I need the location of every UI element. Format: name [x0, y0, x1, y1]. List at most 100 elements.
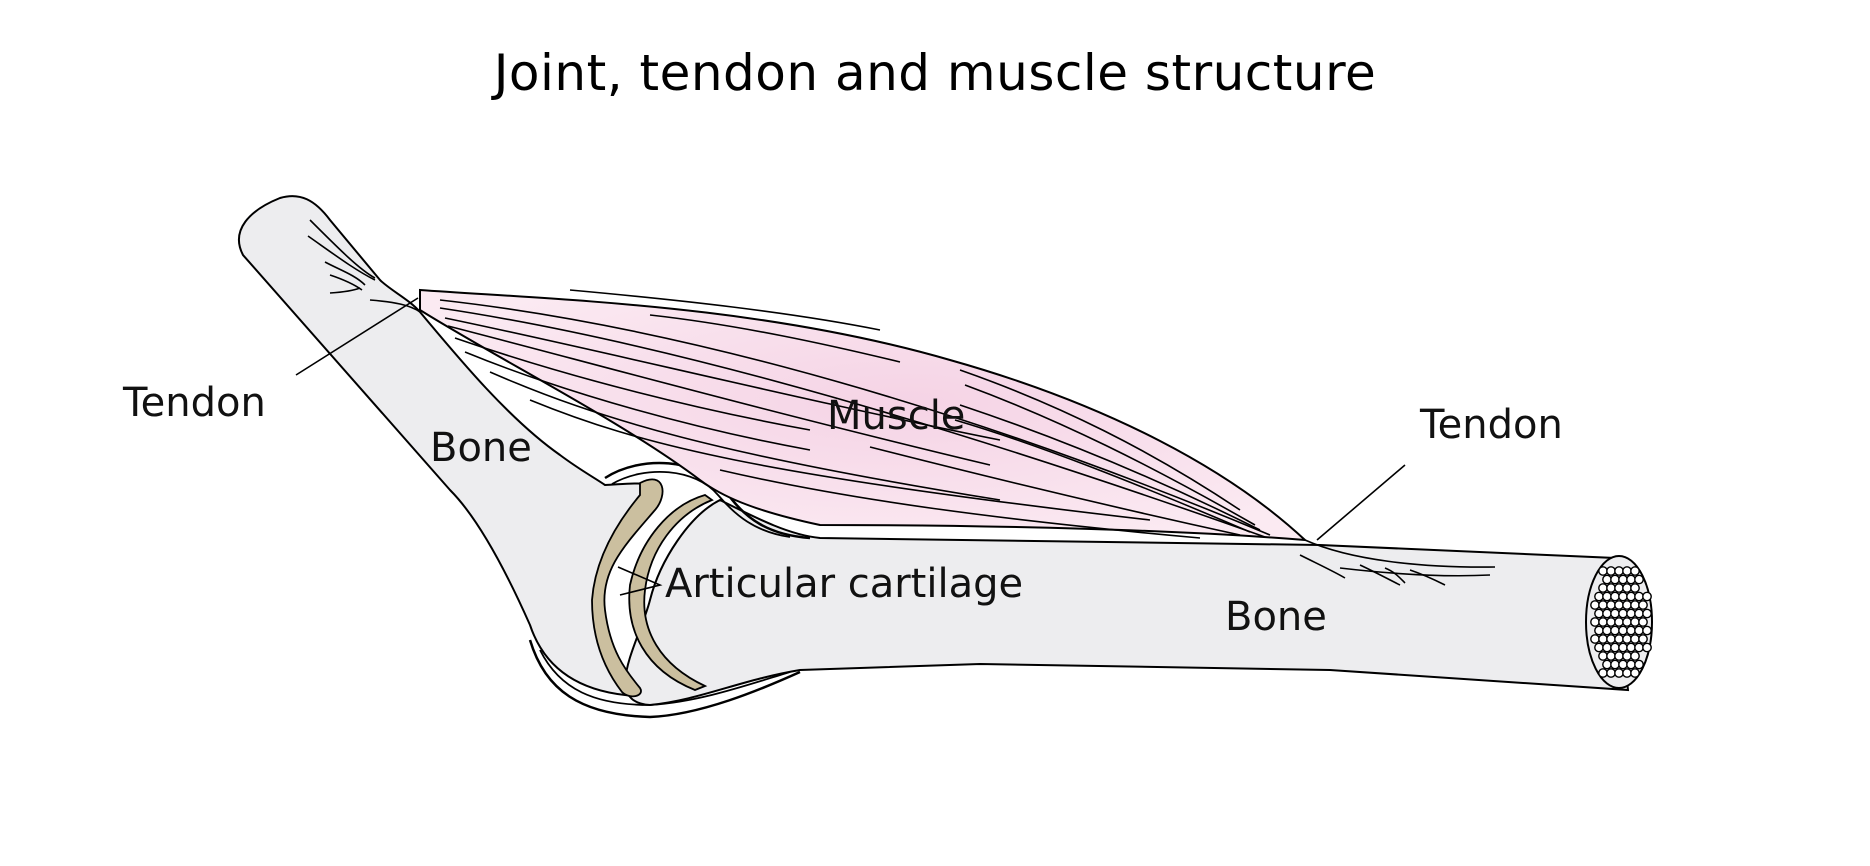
marrow-circle [1614, 583, 1624, 593]
marrow-circle [1602, 642, 1612, 653]
marrow-circle [1602, 574, 1612, 585]
marrow-circle [1622, 566, 1632, 576]
marrow-circle [1622, 634, 1632, 644]
marrow-circle [1614, 651, 1624, 661]
marrow-circle [1598, 600, 1608, 610]
marrow-circle [1622, 651, 1632, 661]
marrow-circle [1594, 625, 1604, 636]
label-tendon-left: Tendon [123, 380, 266, 426]
marrow-circle [1598, 651, 1608, 661]
leader-articular-cartilage [617, 566, 663, 596]
marrow-circle [1630, 566, 1640, 576]
marrow-circle [1610, 574, 1620, 585]
muscle-fibers [439, 289, 1271, 539]
marrow-circle [1630, 600, 1640, 610]
marrow-circle [1626, 659, 1636, 670]
marrow-circle [1598, 634, 1608, 644]
marrow-circle [1642, 625, 1652, 636]
marrow-circle [1634, 659, 1644, 670]
marrow-circle [1614, 600, 1624, 610]
marrow-circle [1622, 600, 1632, 610]
marrow-circle [1618, 625, 1628, 636]
marrow-circle [1630, 634, 1640, 644]
marrow-circle [1606, 600, 1616, 610]
marrow-circle [1606, 566, 1616, 576]
joint-capsule-inner [611, 470, 791, 538]
marrow-circle [1634, 625, 1644, 636]
marrow-circle [1618, 659, 1628, 670]
marrow-circle [1610, 591, 1620, 602]
marrow-circle [1602, 591, 1612, 602]
marrow-circle [1598, 566, 1608, 576]
marrow-circle [1626, 574, 1636, 585]
marrow-circle [1610, 659, 1620, 670]
marrow-circle [1626, 608, 1636, 619]
leader-tendon-left [295, 297, 419, 376]
marrow-circle [1606, 634, 1616, 644]
tendon-right-fibers [1299, 539, 1496, 586]
bone-marrow-circles [1590, 566, 1652, 678]
marrow-circle [1634, 591, 1644, 602]
marrow-circle [1590, 617, 1600, 627]
muscle-belly [419, 288, 1308, 542]
marrow-circle [1638, 634, 1648, 644]
marrow-circle [1626, 642, 1636, 653]
marrow-circle [1638, 600, 1648, 610]
label-bone-left: Bone [430, 425, 532, 471]
marrow-circle [1634, 642, 1644, 653]
marrow-circle [1598, 617, 1608, 627]
marrow-circle [1634, 574, 1644, 585]
marrow-circle [1598, 583, 1608, 593]
marrow-circle [1622, 668, 1632, 678]
marrow-circle [1626, 591, 1636, 602]
joint-capsule-lower [528, 639, 801, 719]
marrow-circle [1590, 600, 1600, 610]
marrow-circle [1614, 566, 1624, 576]
marrow-circle [1638, 617, 1648, 627]
articular-cartilage-right [628, 494, 714, 691]
marrow-circle [1626, 625, 1636, 636]
marrow-circle [1594, 642, 1604, 653]
marrow-circle [1610, 642, 1620, 653]
marrow-circle [1618, 608, 1628, 619]
marrow-circle [1634, 608, 1644, 619]
marrow-circle [1606, 583, 1616, 593]
joint-capsule-lower-inner [539, 649, 791, 706]
marrow-circle [1606, 668, 1616, 678]
marrow-circle [1610, 625, 1620, 636]
marrow-circle [1630, 651, 1640, 661]
leader-tendon-right [1316, 464, 1406, 541]
label-muscle: Muscle [827, 393, 966, 439]
label-articular-cartilage: Articular cartilage [665, 561, 1024, 607]
marrow-circle [1622, 617, 1632, 627]
marrow-circle [1642, 642, 1652, 653]
marrow-circle [1606, 651, 1616, 661]
marrow-circle [1614, 634, 1624, 644]
label-bone-right: Bone [1225, 594, 1327, 640]
marrow-circle [1590, 634, 1600, 644]
label-tendon-right: Tendon [1420, 402, 1563, 448]
marrow-circle [1602, 608, 1612, 619]
marrow-circle [1594, 591, 1604, 602]
marrow-circle [1602, 625, 1612, 636]
marrow-circle [1622, 583, 1632, 593]
marrow-circle [1618, 591, 1628, 602]
marrow-circle [1594, 608, 1604, 619]
marrow-circle [1630, 668, 1640, 678]
articular-cartilage-left [591, 478, 664, 698]
marrow-circle [1614, 617, 1624, 627]
marrow-circle [1614, 668, 1624, 678]
marrow-circle [1618, 574, 1628, 585]
bone-left [237, 195, 662, 697]
marrow-circle [1630, 583, 1640, 593]
marrow-circle [1610, 608, 1620, 619]
marrow-circle [1642, 608, 1652, 619]
marrow-circle [1630, 617, 1640, 627]
tendon-left-fibers [307, 219, 421, 313]
marrow-circle [1606, 617, 1616, 627]
marrow-circle [1642, 591, 1652, 602]
marrow-circle [1602, 659, 1612, 670]
diagram-title: Joint, tendon and muscle structure [493, 44, 1377, 102]
